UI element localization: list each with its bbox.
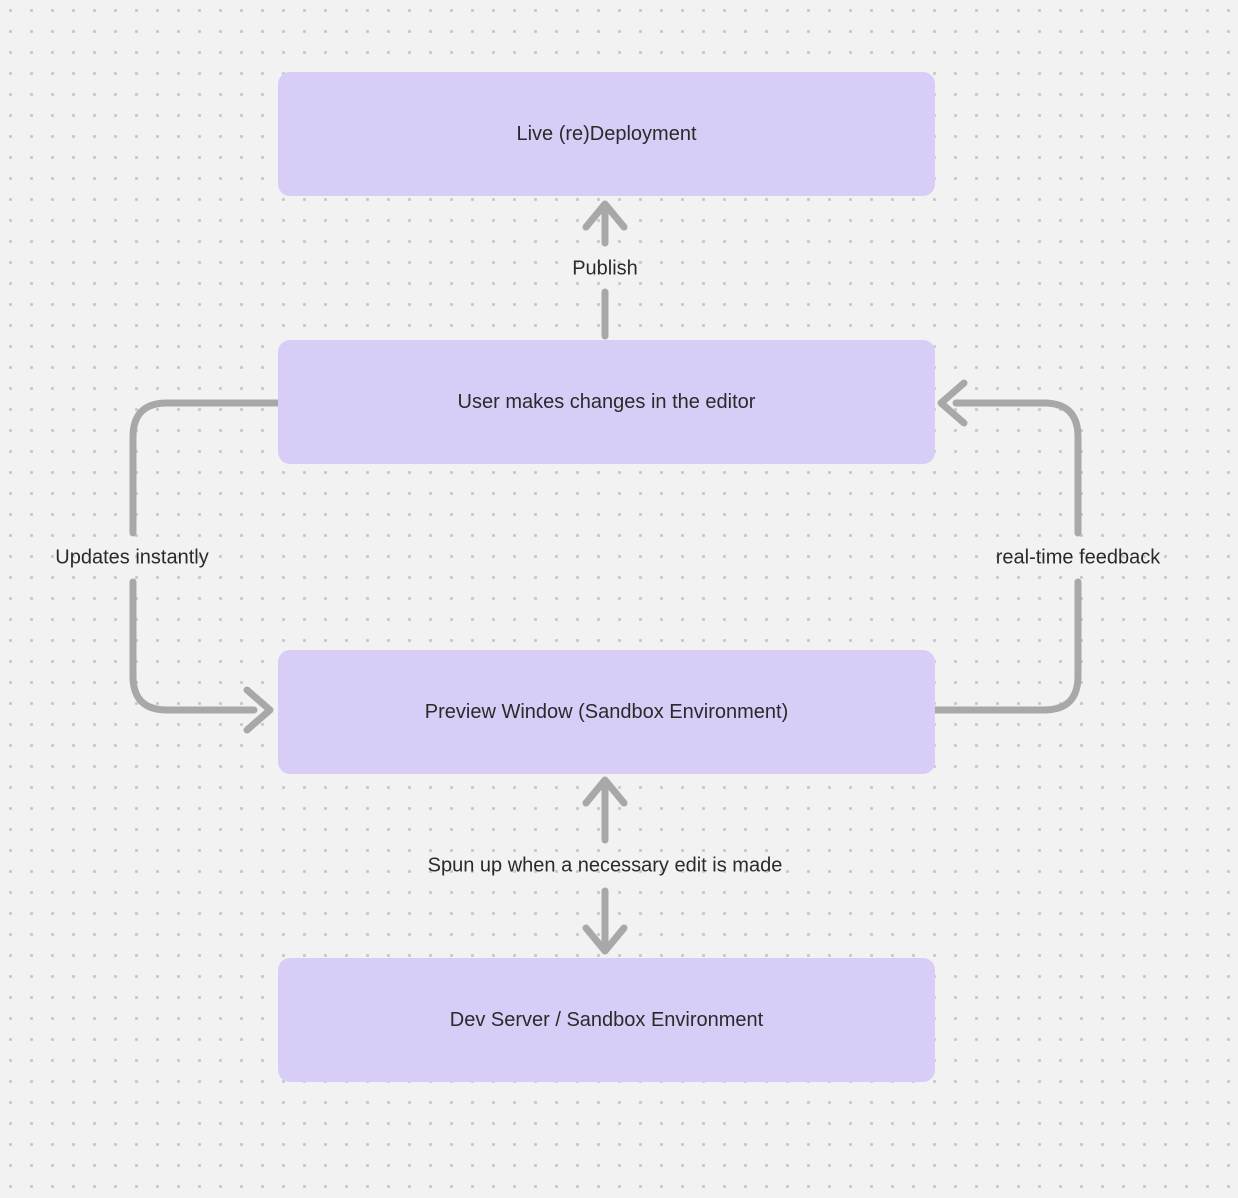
- node-dev-server-label: Dev Server / Sandbox Environment: [449, 1009, 764, 1031]
- node-live-redeployment-label: Live (re)Deployment: [516, 123, 697, 145]
- edge-label-updates-instantly: Updates instantly: [55, 546, 209, 569]
- edge-label-realtime-feedback: real-time feedback: [995, 546, 1161, 569]
- node-dev-server[interactable]: Dev Server / Sandbox Environment: [278, 958, 935, 1082]
- edge-label-spun-up: Spun up when a necessary edit is made: [427, 854, 783, 877]
- edge-label-publish: Publish: [572, 257, 638, 280]
- node-preview-window-label: Preview Window (Sandbox Environment): [424, 701, 789, 723]
- node-user-editor-label: User makes changes in the editor: [457, 391, 756, 413]
- node-preview-window[interactable]: Preview Window (Sandbox Environment): [278, 650, 935, 774]
- node-live-redeployment[interactable]: Live (re)Deployment: [278, 72, 935, 196]
- node-user-editor[interactable]: User makes changes in the editor: [278, 340, 935, 464]
